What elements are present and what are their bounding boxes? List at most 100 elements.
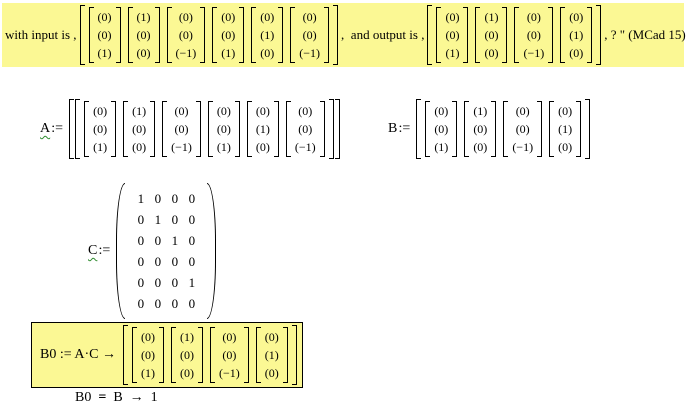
bracket-left xyxy=(416,99,422,159)
vector-entry: (0) xyxy=(255,140,270,154)
matrix-cell: 0 xyxy=(171,275,179,290)
vector-row: (0)(0)(1)(1)(0)(0)(0)(0)(−1)(0)(1)(0) xyxy=(433,5,595,65)
definition-region-B[interactable]: B := (0)(0)(1)(1)(0)(0)(0)(0)(−1)(0)(1)(… xyxy=(388,99,591,159)
bracket-left xyxy=(212,7,218,63)
vector-entry: (0) xyxy=(174,104,189,118)
vector-entry: (0) xyxy=(180,366,194,380)
vector-entry: (1) xyxy=(97,46,112,60)
column-vector: (1)(0)(0) xyxy=(123,101,156,157)
vector-entry: (0) xyxy=(136,28,151,42)
vector-entry: (0) xyxy=(178,28,193,42)
vector-entry: (0) xyxy=(302,10,317,24)
vector-entry: (0) xyxy=(178,10,193,24)
definition-region-A[interactable]: A := (0)(0)(1)(1)(0)(0)(0)(0)(−1)(0)(0)(… xyxy=(40,99,340,159)
vector-entries: (0)(0)(1) xyxy=(442,7,462,63)
vector-entries: (0)(0)(1) xyxy=(214,101,234,157)
vector-entry: (0) xyxy=(174,122,189,136)
bracket-right xyxy=(596,5,602,65)
bracket-right xyxy=(334,99,340,159)
column-vector: (0)(0)(−1) xyxy=(503,101,543,157)
vector-entry: (0) xyxy=(473,140,488,154)
bracket-left xyxy=(127,7,133,63)
bracket-left xyxy=(75,99,81,159)
bracket-left xyxy=(88,7,94,63)
vector-entry: (0) xyxy=(569,46,584,60)
bracket-left xyxy=(427,5,433,65)
matrix-cell: 0 xyxy=(188,233,196,248)
bracket-left xyxy=(79,5,85,65)
variable-name-B: B := xyxy=(388,121,411,136)
definition-region-B0[interactable]: B0 := A·C → (0)(0)(1)(1)(0)(0)(0)(0)(−1)… xyxy=(31,322,303,388)
vector-entry: (0) xyxy=(434,122,449,136)
bracket-left xyxy=(425,101,431,157)
column-vector: (0)(1)(0) xyxy=(549,101,582,157)
question-region[interactable]: with input is , (0)(0)(1)(1)(0)(0)(0)(0)… xyxy=(2,3,686,67)
variable-name-B0: B0 xyxy=(40,347,57,362)
bracket-right xyxy=(243,327,249,383)
matrix-cell: 0 xyxy=(171,296,179,311)
bracket-right xyxy=(282,327,288,383)
matrix-cell: 1 xyxy=(188,275,196,290)
vector-entry: (0) xyxy=(93,122,108,136)
bracket-left xyxy=(549,101,555,157)
bracket-left xyxy=(251,7,257,63)
column-vector: (0)(1)(0) xyxy=(255,327,288,383)
bracket-right xyxy=(537,101,543,157)
vector-entry: (−1) xyxy=(171,140,192,154)
vector-entry: (0) xyxy=(558,140,573,154)
vector-entry: (0) xyxy=(264,366,279,380)
matrix-cell: 0 xyxy=(171,254,179,269)
vector-entry: (0) xyxy=(216,122,231,136)
bracket-left xyxy=(69,99,75,159)
verification-region[interactable]: B0 = B → 1 xyxy=(75,390,158,406)
vector-entry: (0) xyxy=(302,28,317,42)
matrix-B0: (0)(0)(1)(1)(0)(0)(0)(0)(−1)(0)(1)(0) xyxy=(123,325,297,385)
column-vector: (0)(0)(−1) xyxy=(514,7,554,63)
bracket-left xyxy=(285,101,291,157)
bracket-left xyxy=(210,327,215,383)
bracket-right xyxy=(291,325,297,385)
assign-operator: := xyxy=(98,243,111,258)
symbolic-arrow: → xyxy=(129,390,144,405)
vector-entry: (0) xyxy=(260,46,275,60)
assign-operator: := xyxy=(51,121,64,136)
variable-name-C: C := xyxy=(88,243,111,258)
vector-entry: (0) xyxy=(434,104,449,118)
column-vector: (0)(0)(1) xyxy=(207,101,240,157)
vector-entry: (−1) xyxy=(175,46,197,60)
question-prefix-text: with input is , xyxy=(5,27,77,42)
matrix-cell: 0 xyxy=(188,254,196,269)
verification-lhs: B0 xyxy=(75,390,92,405)
matrix-cell: 0 xyxy=(137,275,145,290)
bracket-right xyxy=(159,327,164,383)
vector-entry: (0) xyxy=(222,348,237,362)
column-vector: (0)(0)(1) xyxy=(132,327,164,383)
bracket-left xyxy=(207,101,213,157)
matrix-A: (0)(0)(1)(1)(0)(0)(0)(0)(−1)(0)(0)(1)(0)… xyxy=(69,99,340,159)
vector-entry: (0) xyxy=(515,104,530,118)
vector-entry: (1) xyxy=(255,122,270,136)
assign-operator: := xyxy=(59,347,72,362)
vector-entry: (0) xyxy=(221,28,236,42)
vector-entries: (0)(0)(1) xyxy=(90,101,110,157)
matrix-cell: 0 xyxy=(188,212,196,227)
vector-entry: (0) xyxy=(255,104,270,118)
matrix-cell: 1 xyxy=(137,191,145,206)
vector-entry: (0) xyxy=(260,10,275,24)
matrix-cell: 1 xyxy=(171,233,179,248)
vector-entry: (1) xyxy=(93,140,108,154)
column-vector: (1)(0)(0) xyxy=(464,101,497,157)
vector-entry: (0) xyxy=(298,104,313,118)
vector-entries: (0)(0)(−1) xyxy=(296,7,323,63)
vector-entries: (0)(0)(1) xyxy=(95,7,115,63)
bracket-right xyxy=(239,7,245,63)
vector-entries: (0)(1)(0) xyxy=(262,327,282,383)
vector-entry: (0) xyxy=(222,330,237,344)
column-vector: (0)(0)(1) xyxy=(436,7,469,63)
bracket-left xyxy=(503,101,509,157)
vector-entry: (−1) xyxy=(523,46,545,60)
bracket-left xyxy=(255,327,261,383)
vector-entry: (0) xyxy=(97,28,112,42)
